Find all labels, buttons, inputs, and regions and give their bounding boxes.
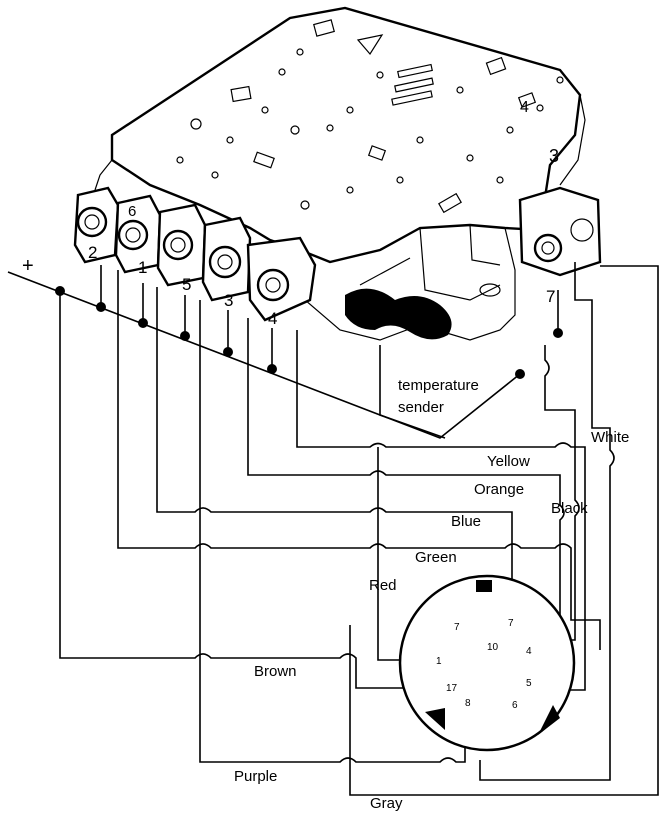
solenoids bbox=[73, 186, 602, 322]
label-blue: Blue bbox=[451, 513, 481, 530]
label-black: Black bbox=[551, 500, 588, 517]
label-yellow: Yellow bbox=[487, 453, 530, 470]
housing-boss bbox=[479, 283, 501, 297]
solenoid-7 bbox=[518, 186, 602, 277]
sender-probe bbox=[359, 257, 411, 286]
solenoid-label: 3 bbox=[224, 291, 233, 310]
positive-terminal-label: + bbox=[22, 255, 34, 277]
solenoid-label: 6 bbox=[128, 203, 136, 220]
temperature-sender bbox=[345, 288, 452, 340]
round-connector bbox=[398, 574, 576, 752]
sender-leader bbox=[379, 345, 446, 439]
connector-pin: 5 bbox=[526, 678, 532, 689]
solenoid-6 bbox=[114, 194, 162, 274]
plate-edge bbox=[94, 94, 586, 191]
wire-white bbox=[479, 262, 615, 781]
label-white: White bbox=[591, 429, 629, 446]
valve-body: 3 4 bbox=[94, 6, 586, 341]
wire-purple bbox=[199, 300, 466, 763]
solenoid-5 bbox=[201, 216, 252, 302]
solenoid-stubs bbox=[100, 265, 273, 369]
label-gray: Gray bbox=[370, 795, 403, 812]
plate-holes bbox=[176, 19, 564, 214]
label-brown: Brown bbox=[254, 663, 297, 680]
wire-yellow bbox=[296, 330, 586, 691]
connector-pin: 7 bbox=[454, 622, 460, 633]
connector-pin: 17 bbox=[446, 683, 458, 694]
solenoid-1 bbox=[156, 203, 207, 287]
positive-supply-line bbox=[7, 271, 521, 439]
solenoid-2 bbox=[73, 186, 120, 264]
label-green: Green bbox=[415, 549, 457, 566]
connector-pin: 8 bbox=[465, 698, 471, 709]
valve-plate bbox=[110, 6, 582, 264]
solenoid-label: 1 bbox=[138, 258, 147, 277]
wire-black bbox=[540, 290, 580, 641]
connector-pin: 6 bbox=[512, 700, 518, 711]
label-orange: Orange bbox=[474, 481, 524, 498]
connector-pin: 4 bbox=[526, 646, 532, 657]
solenoid-3 bbox=[246, 236, 317, 322]
connector-pin: 7 bbox=[508, 618, 514, 629]
label-red: Red bbox=[369, 577, 397, 594]
housing-detail bbox=[419, 224, 501, 301]
wire-orange bbox=[247, 318, 565, 651]
wire-gray bbox=[349, 265, 659, 796]
solenoid-label: 4 bbox=[268, 309, 277, 328]
connector-pin: 10 bbox=[487, 642, 499, 653]
connector-pin: 1 bbox=[436, 656, 442, 667]
wire-green bbox=[117, 270, 601, 650]
wire-blue bbox=[156, 287, 513, 620]
sender-label: sender bbox=[398, 399, 444, 416]
label-purple: Purple bbox=[234, 768, 277, 785]
solenoid-label: 7 bbox=[546, 287, 555, 306]
plate-digit: 4 bbox=[520, 99, 529, 116]
temperature-label: temperature bbox=[398, 377, 479, 394]
solenoid-label: 5 bbox=[182, 275, 191, 294]
wire-brown bbox=[59, 291, 420, 689]
solenoid-label: 2 bbox=[88, 243, 97, 262]
plate-digit: 3 bbox=[549, 146, 559, 166]
